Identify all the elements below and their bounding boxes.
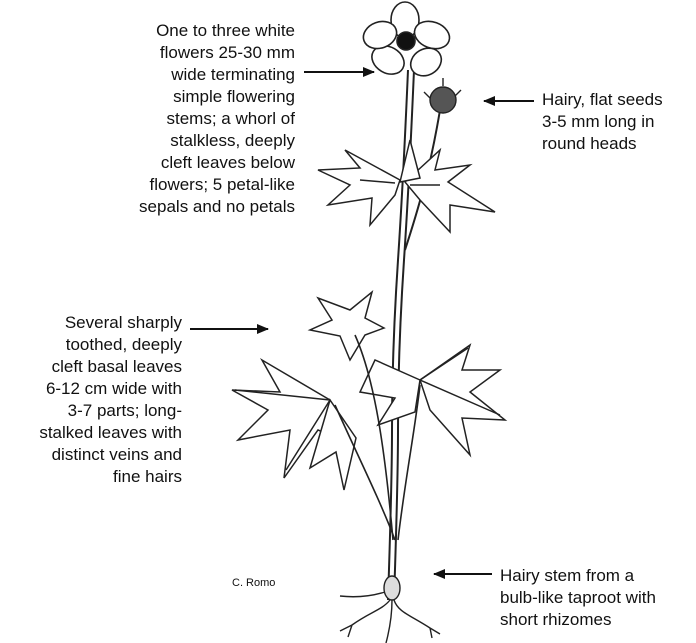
flower xyxy=(360,2,454,81)
seed-head xyxy=(424,78,461,113)
basal-leaves xyxy=(232,292,505,490)
roots xyxy=(340,576,440,643)
illustrator-credit: C. Romo xyxy=(232,577,275,589)
stem xyxy=(388,70,440,600)
seeds-annotation: Hairy, flat seeds 3-5 mm long in round h… xyxy=(542,89,692,155)
flowers-annotation: One to three white flowers 25-30 mm wide… xyxy=(95,20,295,218)
stem-annotation: Hairy stem from a bulb-like taproot with… xyxy=(500,565,696,631)
basal-leaves-annotation: Several sharply toothed, deeply cleft ba… xyxy=(0,312,182,488)
